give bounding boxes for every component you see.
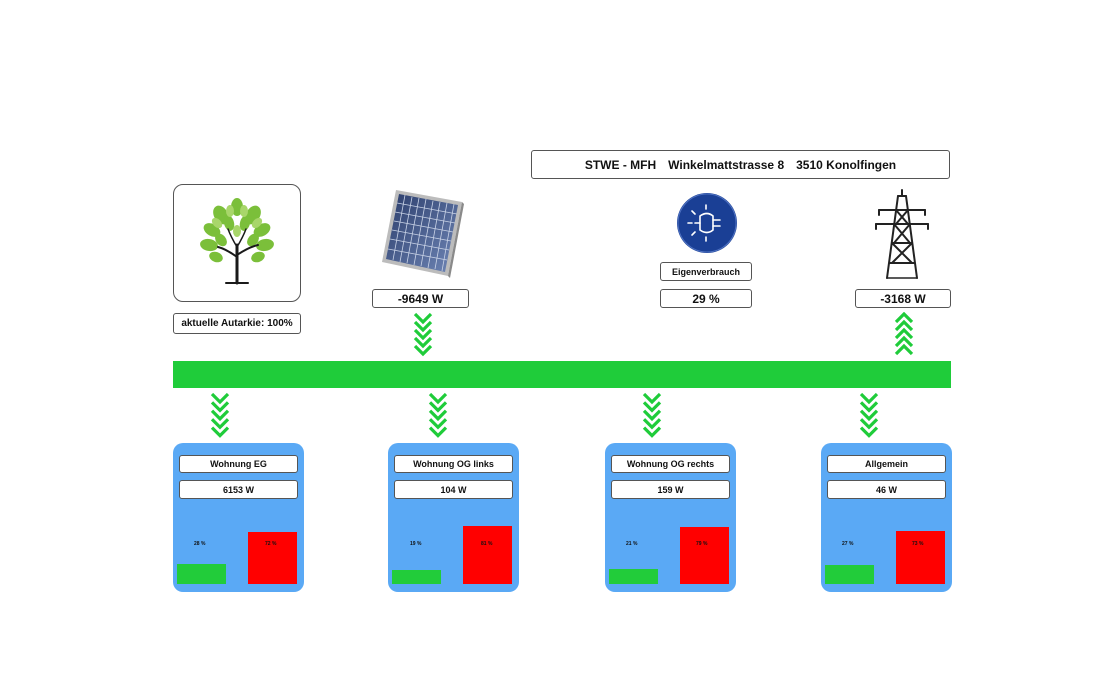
self-consumption-percent: 27 % xyxy=(842,541,854,547)
grid-consumption-bar xyxy=(680,527,729,584)
unit-4-flow-down-arrows-icon xyxy=(859,392,879,438)
eigenverbrauch-label: Eigenverbrauch xyxy=(660,262,752,281)
chevron-icon xyxy=(859,409,879,422)
eigenverbrauch-value: 29 % xyxy=(660,289,752,308)
grid-power-value: -3168 W xyxy=(855,289,951,308)
power-pylon-icon xyxy=(875,189,929,279)
chevron-icon xyxy=(413,320,433,333)
chevron-icon xyxy=(642,426,662,438)
self-consumption-percent: 19 % xyxy=(410,541,422,547)
chevron-icon xyxy=(428,426,448,438)
grid-consumption-percent: 73 % xyxy=(912,541,924,547)
chevron-icon xyxy=(413,312,433,325)
chevron-icon xyxy=(413,328,433,341)
unit-power: 46 W xyxy=(827,480,946,499)
solar-panel-icon xyxy=(382,190,464,278)
chevron-icon xyxy=(210,426,230,438)
chevron-icon xyxy=(210,418,230,430)
chevron-icon xyxy=(642,418,662,430)
grid-consumption-percent: 72 % xyxy=(265,541,277,547)
chevron-icon xyxy=(894,327,914,340)
self-consumption-bar xyxy=(825,564,874,584)
chevron-icon xyxy=(859,401,879,413)
chevron-icon xyxy=(210,409,230,422)
unit-card-wohnung-og-links[interactable]: Wohnung OG links 104 W 19 % 81 % xyxy=(388,443,519,592)
chevron-icon xyxy=(859,392,879,405)
chevron-icon xyxy=(894,319,914,332)
unit-1-flow-down-arrows-icon xyxy=(210,392,230,438)
self-consumption-bar xyxy=(392,570,441,584)
chevron-icon xyxy=(210,401,230,413)
tree-icon xyxy=(200,198,274,285)
chevron-icon xyxy=(859,418,879,430)
chevron-icon xyxy=(428,392,448,405)
header-address: STWE - MFH Winkelmattstrasse 8 3510 Kono… xyxy=(531,150,950,179)
unit-power: 159 W xyxy=(611,480,730,499)
solar-power-value: -9649 W xyxy=(372,289,469,308)
self-consumption-percent: 28 % xyxy=(194,541,206,547)
grid-consumption-bar xyxy=(463,525,512,584)
self-consumption-bar xyxy=(609,568,658,584)
header-city: 3510 Konolfingen xyxy=(796,157,897,172)
solar-flow-down-arrows-icon xyxy=(413,312,433,357)
unit-power: 104 W xyxy=(394,480,513,499)
unit-name: Wohnung OG links xyxy=(394,455,513,473)
autarkie-tree-card xyxy=(173,184,301,302)
unit-name: Wohnung OG rechts xyxy=(611,455,730,473)
unit-card-wohnung-eg[interactable]: Wohnung EG 6153 W 28 % 72 % xyxy=(173,443,304,592)
unit-card-wohnung-og-rechts[interactable]: Wohnung OG rechts 159 W 21 % 79 % xyxy=(605,443,736,592)
chevron-icon xyxy=(428,418,448,430)
chevron-icon xyxy=(413,344,433,357)
unit-name: Allgemein xyxy=(827,455,946,473)
chevron-icon xyxy=(642,409,662,422)
autarkie-label: aktuelle Autarkie: 100% xyxy=(173,313,301,334)
unit-power: 6153 W xyxy=(179,480,298,499)
chevron-icon xyxy=(894,312,914,324)
unit-card-allgemein[interactable]: Allgemein 46 W 27 % 73 % xyxy=(821,443,952,592)
header-title: STWE - MFH xyxy=(584,157,657,172)
chevron-icon xyxy=(210,392,230,405)
unit-3-flow-down-arrows-icon xyxy=(642,392,662,438)
energy-bus-bar xyxy=(173,361,951,388)
header-street: Winkelmattstrasse 8 xyxy=(668,157,785,172)
chevron-icon xyxy=(859,426,879,438)
chevron-icon xyxy=(428,401,448,413)
chevron-icon xyxy=(894,343,914,356)
chevron-icon xyxy=(413,336,433,349)
unit-2-flow-down-arrows-icon xyxy=(428,392,448,438)
grid-flow-up-arrows-icon xyxy=(894,312,914,356)
unit-name: Wohnung EG xyxy=(179,455,298,473)
grid-consumption-percent: 81 % xyxy=(481,541,493,547)
chevron-icon xyxy=(642,401,662,413)
grid-consumption-percent: 79 % xyxy=(696,541,708,547)
grid-consumption-bar xyxy=(248,532,297,584)
self-consumption-bar xyxy=(177,563,226,584)
chevron-icon xyxy=(428,409,448,422)
chevron-icon xyxy=(894,335,914,348)
plug-icon xyxy=(677,193,737,253)
grid-consumption-bar xyxy=(896,531,945,584)
self-consumption-percent: 21 % xyxy=(626,541,638,547)
chevron-icon xyxy=(642,392,662,405)
